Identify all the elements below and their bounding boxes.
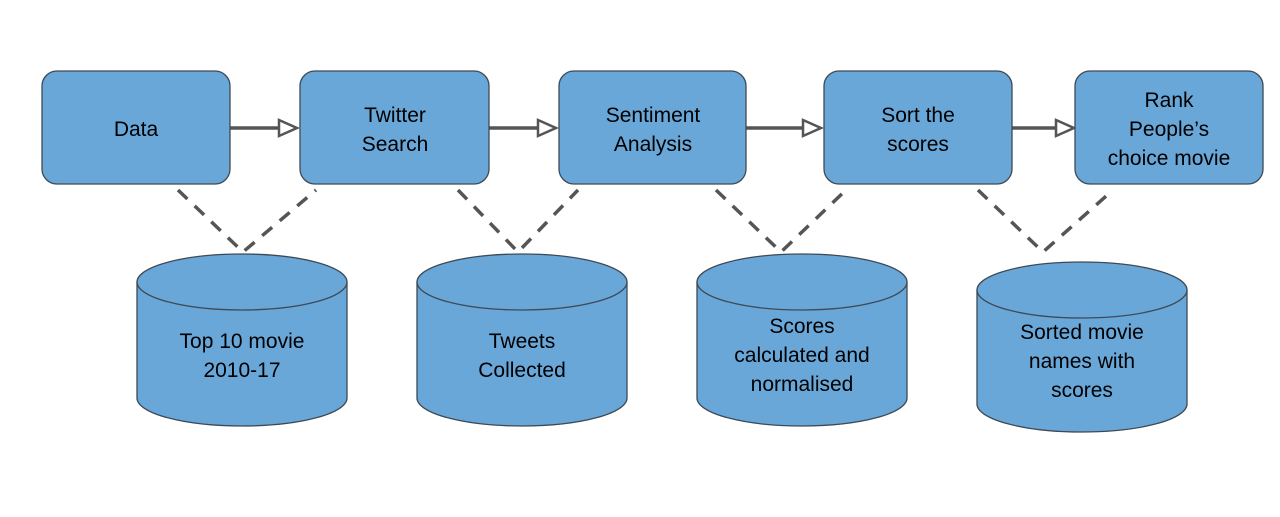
- data-store-sorted-names: Sorted movie names with scores: [976, 261, 1188, 433]
- process-box-rank: Rank People’s choice movie: [1074, 70, 1264, 185]
- data-store-label: Sorted movie: [1020, 321, 1144, 344]
- process-label: scores: [887, 133, 949, 156]
- process-boxes: Data Twitter Search Sentiment Analysis S…: [41, 70, 1264, 185]
- data-store-scores: Scores calculated and normalised: [696, 253, 908, 427]
- data-stores: Top 10 movie 2010-17 Tweets Collected Sc…: [136, 253, 1188, 433]
- process-box-sort-scores: Sort the scores: [823, 70, 1013, 185]
- process-label: Sentiment: [606, 104, 701, 127]
- dashed-connectors: [176, 188, 1115, 255]
- process-label: Twitter: [364, 104, 426, 127]
- process-label: People’s: [1129, 118, 1209, 141]
- process-box-data: Data: [41, 70, 231, 185]
- flow-arrows: [230, 118, 1078, 138]
- data-store-tweets: Tweets Collected: [416, 253, 628, 427]
- data-store-label: Scores: [769, 315, 834, 338]
- process-label: Analysis: [614, 133, 692, 156]
- data-store-label: scores: [1051, 379, 1113, 402]
- data-store-label: Collected: [478, 359, 566, 382]
- process-label: Data: [114, 118, 159, 141]
- process-label: Sort the: [881, 104, 955, 127]
- data-store-label: Top 10 movie: [180, 330, 305, 353]
- process-label: Rank: [1144, 89, 1194, 112]
- connector-data-store-4: [976, 188, 1115, 255]
- data-store-label: names with: [1029, 350, 1135, 373]
- process-label: choice movie: [1108, 147, 1231, 170]
- process-label: Search: [362, 133, 429, 156]
- data-store-label: normalised: [751, 373, 854, 396]
- arrow-twitter-to-sentiment: [489, 118, 560, 138]
- arrow-sort-to-rank: [1012, 118, 1078, 138]
- arrow-data-to-twitter: [230, 118, 301, 138]
- connector-data-store-1: [176, 188, 318, 255]
- arrow-sentiment-to-sort: [746, 118, 825, 138]
- process-box-sentiment-analysis: Sentiment Analysis: [558, 70, 747, 185]
- data-store-top-movies: Top 10 movie 2010-17: [136, 253, 348, 427]
- connector-data-store-3: [714, 188, 848, 255]
- process-box-twitter-search: Twitter Search: [299, 70, 490, 185]
- data-store-label: 2010-17: [203, 359, 280, 382]
- data-store-label: Tweets: [489, 330, 556, 353]
- connector-data-store-2: [456, 188, 580, 255]
- data-store-label: calculated and: [734, 344, 869, 367]
